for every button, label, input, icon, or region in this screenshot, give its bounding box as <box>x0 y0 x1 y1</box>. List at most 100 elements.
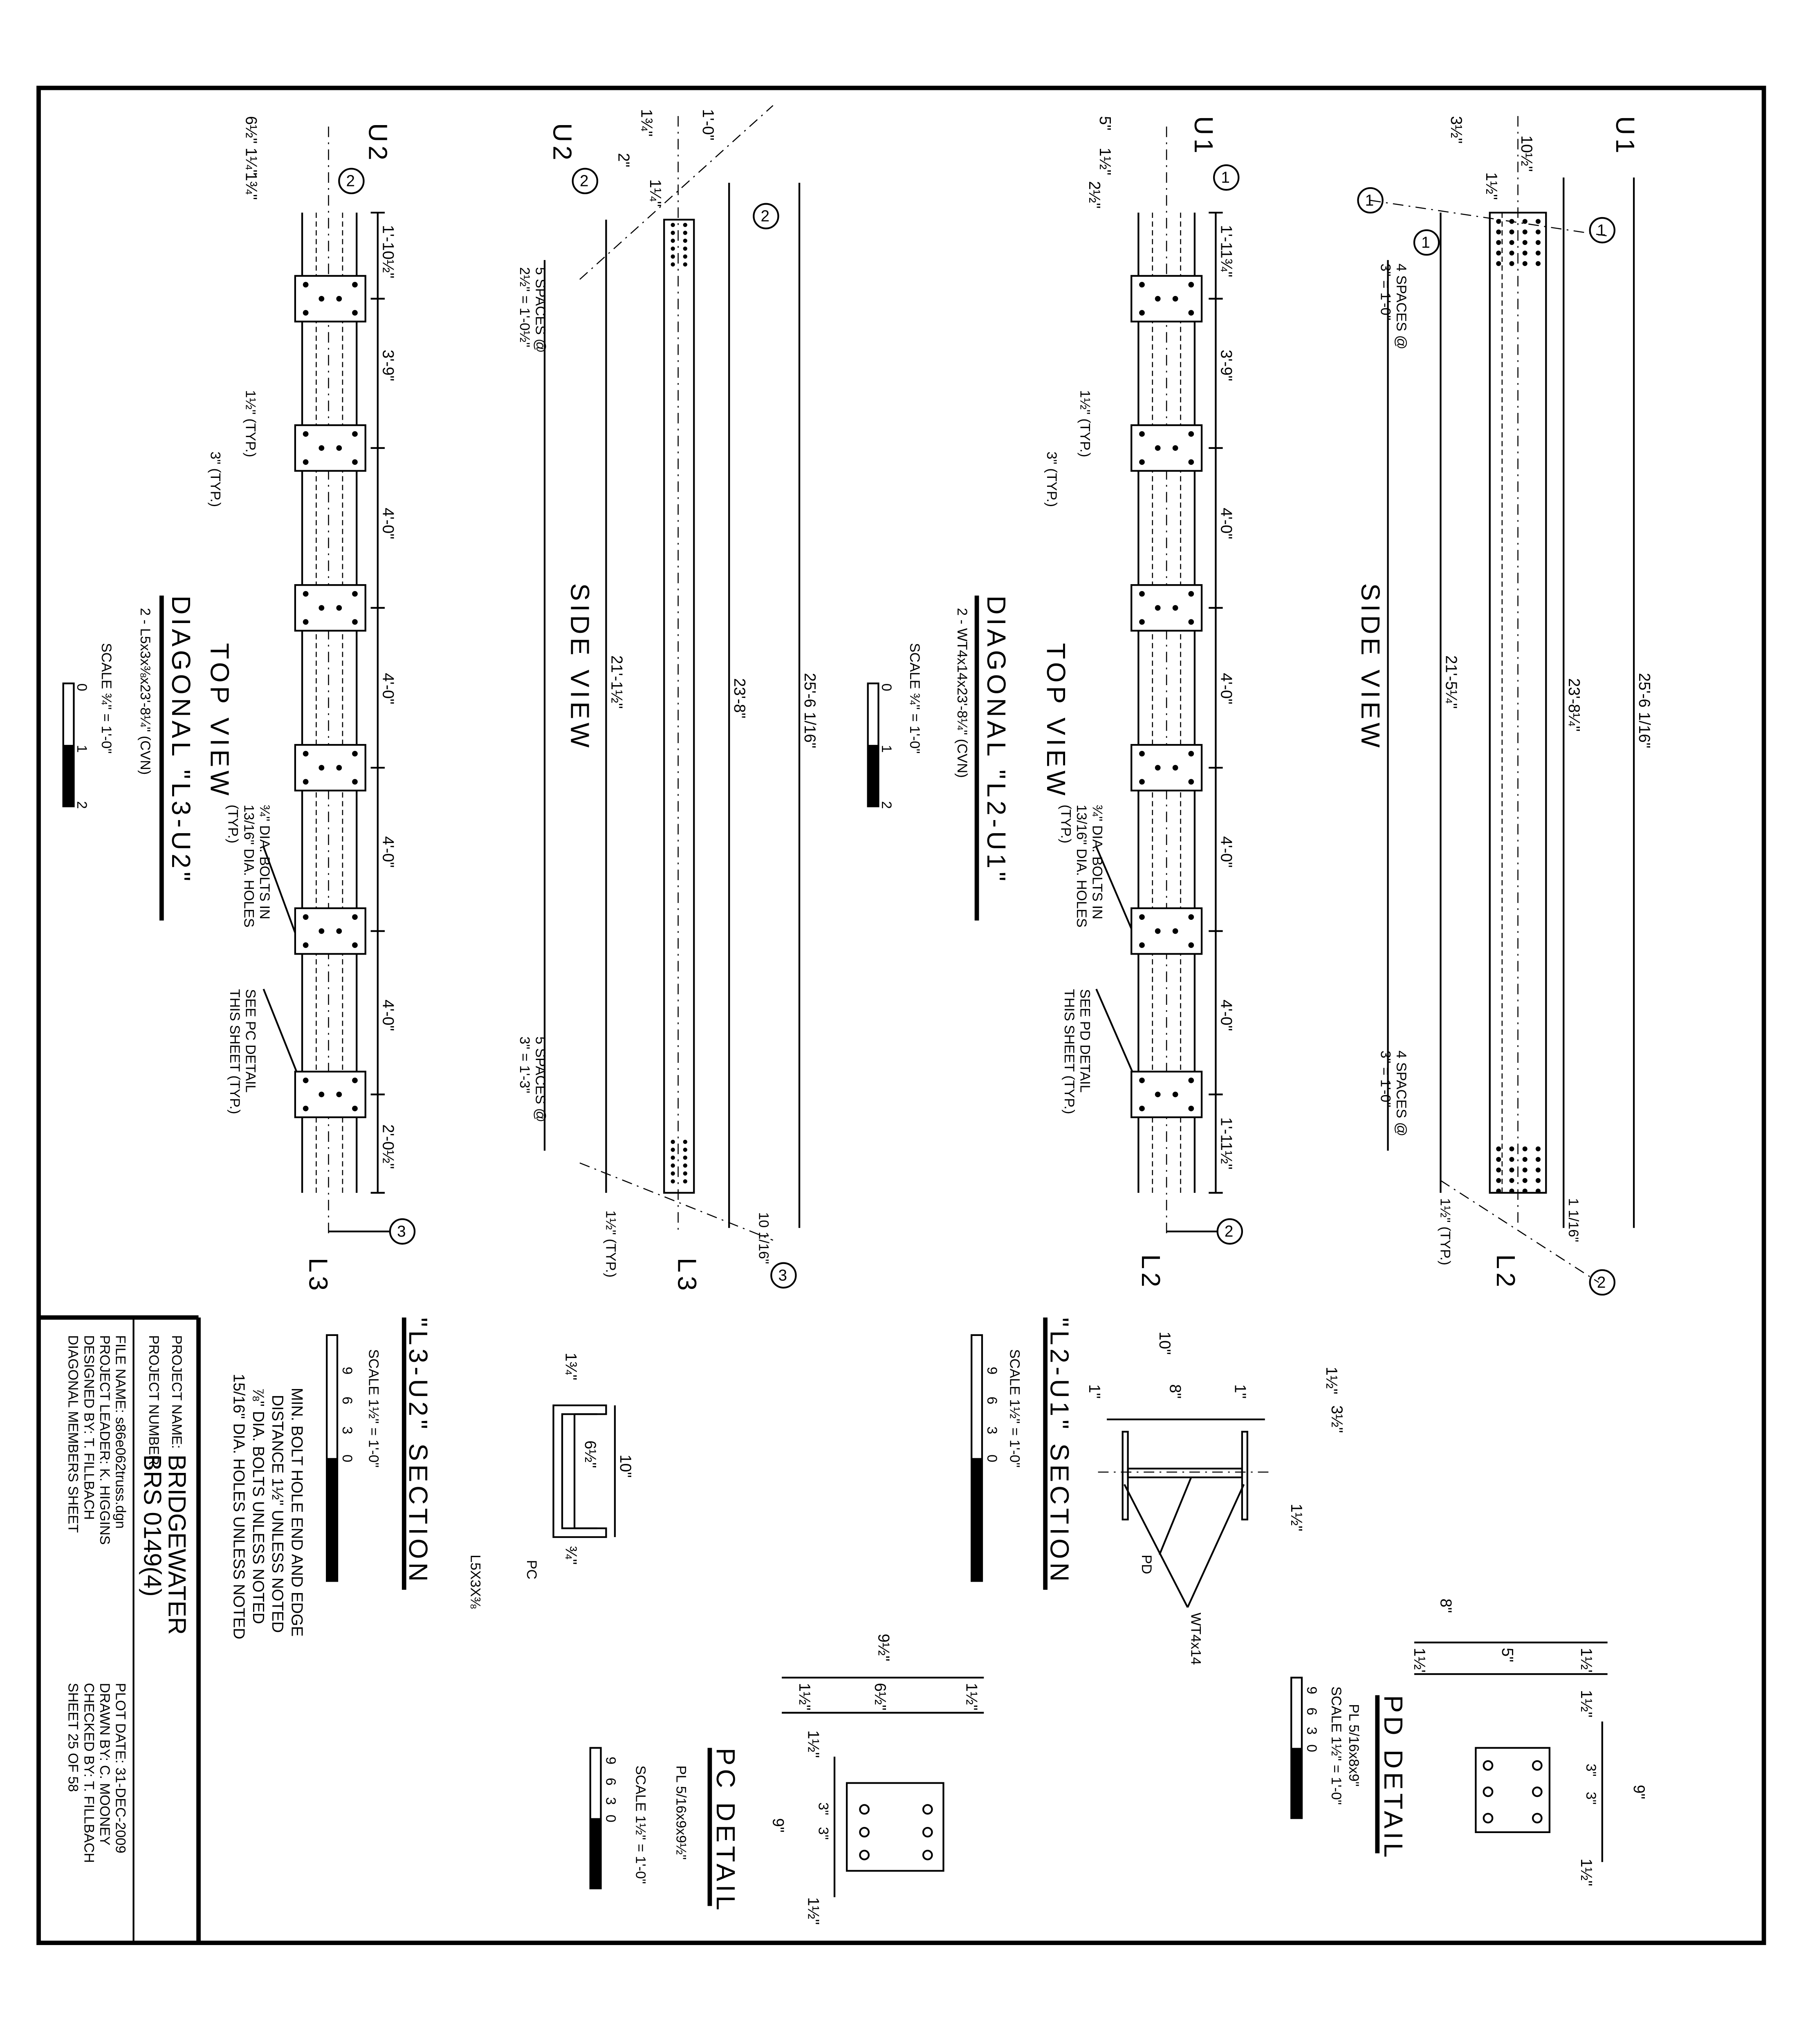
spacing-dim: 4'-0" <box>379 673 397 704</box>
spacing-dim: 1'-11½" <box>1217 1117 1235 1170</box>
bolt-hole <box>319 605 325 611</box>
spacing-dim: 4'-0" <box>1217 1000 1235 1031</box>
scale-tick: 9 <box>603 1757 618 1764</box>
bolt-hole <box>1172 445 1178 451</box>
bolt-hole <box>683 223 687 227</box>
top-dim: 1¾" <box>637 109 655 137</box>
bolt-hole <box>336 928 342 934</box>
project-name-label: PROJECT NAME: <box>169 1335 184 1449</box>
spacing-dim: 4'-0" <box>379 1000 397 1031</box>
member-spec: 2 - L5x3x⅜x23'-8¼" (CVN) <box>137 608 153 775</box>
bolt-hole <box>352 1105 358 1112</box>
node-callout-number: 1 <box>1421 234 1430 251</box>
bolt-spacing-note: 4 SPACES @ <box>1393 264 1409 350</box>
scale-bar-fill <box>63 745 74 807</box>
pc-dim: 9½" <box>875 1634 892 1661</box>
bolt-hole <box>319 296 325 302</box>
bolt-hole <box>683 254 687 259</box>
pd-plate <box>1475 1747 1550 1833</box>
scale-tick: 9 <box>984 1367 1000 1374</box>
plate-spec: PL 5/16x8x9" <box>1346 1704 1362 1786</box>
spacing-dim: 1'-10½" <box>379 225 397 278</box>
bolt-hole <box>1509 240 1514 245</box>
spacing-dim: 4'-0" <box>379 508 397 539</box>
plate-hole <box>922 1827 933 1838</box>
top-dim: 1¼" <box>646 179 664 207</box>
bolt-hole <box>1535 240 1541 245</box>
bolt-hole <box>683 231 687 235</box>
bolt-hole <box>683 238 687 243</box>
work-line <box>1440 1180 1599 1283</box>
overall-dim-inner: 21'-1½" <box>608 655 625 709</box>
angle-section-shape <box>573 1413 597 1529</box>
scale-bar-fill <box>590 1818 601 1889</box>
bolt-hole <box>671 1140 675 1144</box>
plate-hole <box>1483 1813 1494 1824</box>
bolt-hole <box>1155 445 1161 451</box>
plate-hole <box>1483 1760 1494 1771</box>
top-dim: 2½" <box>1086 181 1103 208</box>
leader-line <box>1095 846 1134 933</box>
top-dim: 1¾" <box>242 172 260 199</box>
bolt-hole <box>1188 431 1194 437</box>
scale-bar-fill <box>971 1458 982 1581</box>
bolt-hole <box>1188 619 1194 625</box>
node-callout-circle <box>1589 217 1615 244</box>
node-callout-circle <box>389 1218 416 1245</box>
bolt-hole <box>1139 751 1145 757</box>
l3u2-section: 10" 1¾" 6½" ¾" PC L5X3X⅜ "L3-U2" SECTION… <box>326 1317 634 1609</box>
bolt-hole <box>1522 1178 1528 1183</box>
note-line: 15/16" DIA. HOLES UNLESS NOTED <box>230 1374 247 1639</box>
bolt-hole <box>352 310 358 316</box>
section-dim: 3½" <box>1328 1405 1346 1433</box>
scale-tick: 0 <box>1304 1744 1319 1752</box>
bolt-hole <box>683 1140 687 1144</box>
detail-title: PC DETAIL <box>711 1748 740 1914</box>
bolt-hole <box>1172 928 1178 934</box>
bolt-hole <box>1535 250 1541 256</box>
spacing-dim: 1'-11¾" <box>1217 225 1235 277</box>
top-dim: 1½" <box>1483 172 1500 199</box>
title-block: PROJECT NAME: BRIDGEWATER PROJECT NUMBER… <box>38 1315 201 1943</box>
bolt-hole <box>683 1171 687 1176</box>
section-dim: 10" <box>1156 1331 1173 1355</box>
bolt-hole <box>1535 261 1541 266</box>
callout-pd: PD <box>1139 1555 1154 1574</box>
bottom-node-label: L2 <box>1136 1254 1166 1291</box>
bolt-hole <box>1522 229 1528 235</box>
spacing-dim: 4'-0" <box>379 836 397 868</box>
scale-bar-fill <box>868 745 879 807</box>
pd-dim: 1½" <box>1577 1858 1595 1886</box>
node-callout-number: 3 <box>397 1223 406 1240</box>
pc-dim: 1½" <box>796 1683 813 1710</box>
pd-dim: 5" <box>1498 1648 1516 1662</box>
bolt-hole <box>1522 250 1528 256</box>
leader-line <box>262 846 296 933</box>
bolt-hole <box>1535 1188 1541 1194</box>
bolt-hole <box>352 751 358 757</box>
bolt-hole <box>352 619 358 625</box>
node-callout-number: 2 <box>580 173 589 190</box>
node-callout-circle <box>753 203 779 229</box>
bolt-hole <box>303 310 309 316</box>
pd-dim: 3" <box>1583 1792 1599 1804</box>
bolt-hole <box>1188 282 1194 288</box>
l2u1-side-view <box>1370 116 1635 1283</box>
bolt-hole <box>1509 1157 1514 1162</box>
plate-hole <box>1532 1786 1543 1797</box>
spacing-dim: 2'-0½" <box>379 1124 397 1169</box>
scale-tick: 3 <box>603 1797 618 1805</box>
bolt-hole <box>352 1077 358 1083</box>
bolt-hole <box>352 282 358 288</box>
pd-dim: 1½" <box>1411 1648 1428 1675</box>
bolt-hole <box>671 1171 675 1176</box>
node-callout-number: 2 <box>761 208 770 225</box>
member-title: DIAGONAL "L3-U2" <box>166 596 196 885</box>
bolt-hole <box>683 1155 687 1160</box>
bolt-hole <box>1496 240 1501 245</box>
bolt-hole <box>1139 1105 1145 1112</box>
pd-dim: 1½" <box>1577 1648 1595 1675</box>
pd-dim: 3" <box>1583 1764 1599 1776</box>
drawn-by: DRAWN BY: C. MOONEY <box>97 1683 112 1846</box>
top-node-label: U2 <box>363 123 393 164</box>
